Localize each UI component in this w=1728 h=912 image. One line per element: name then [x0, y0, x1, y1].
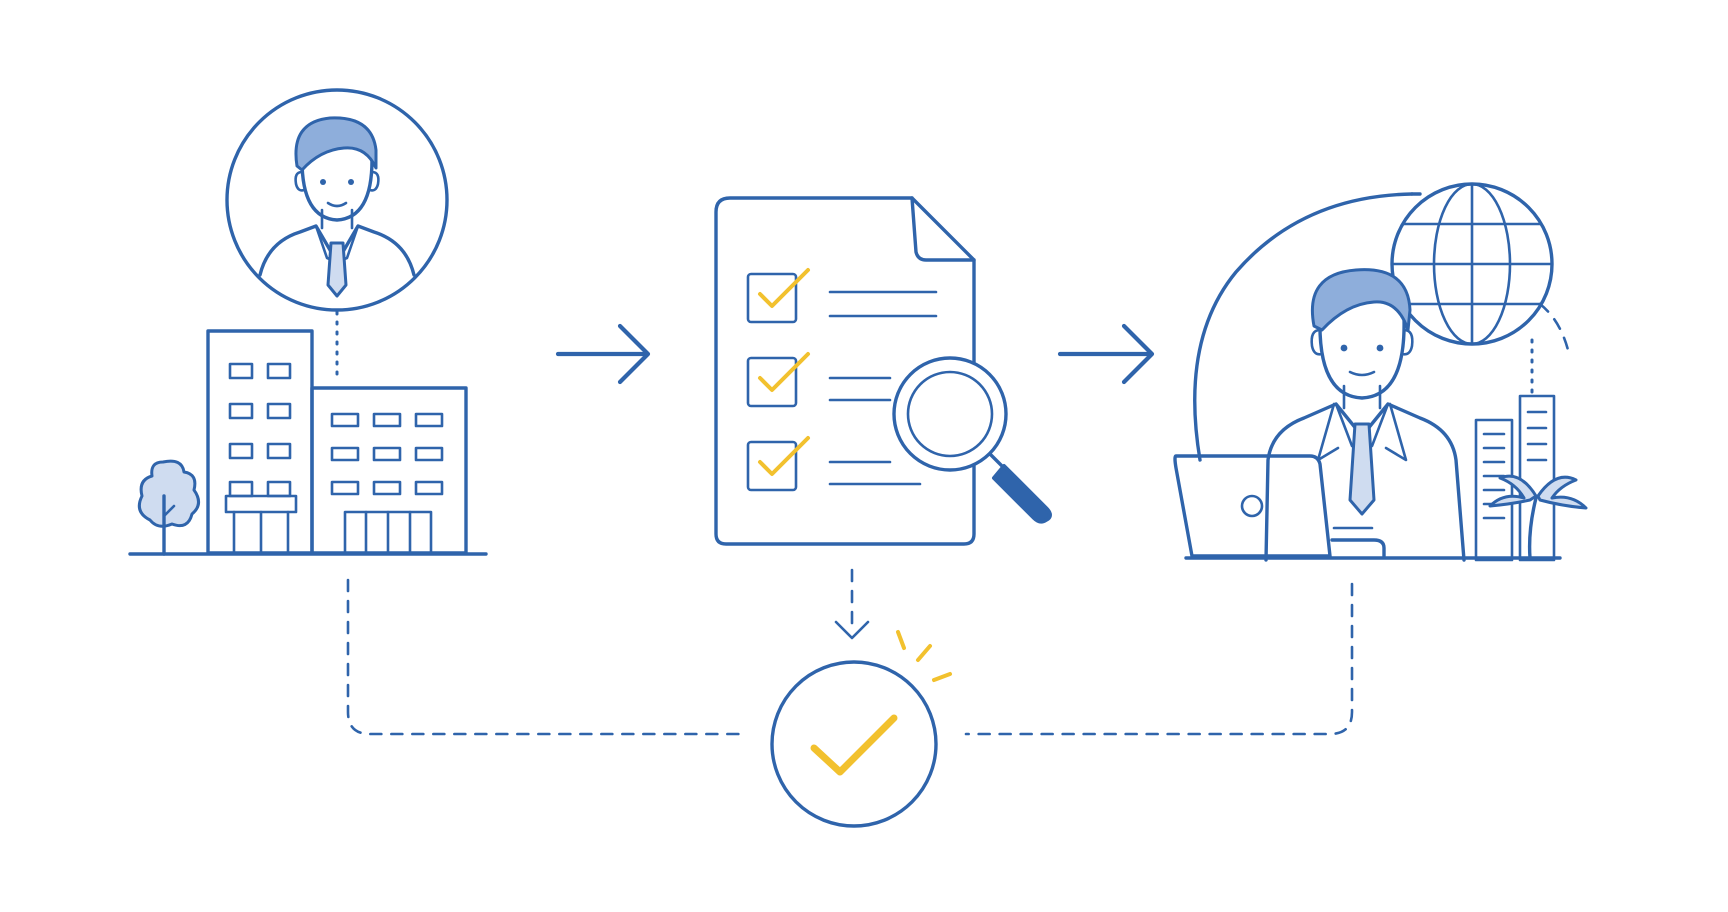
globe-icon [1390, 182, 1570, 352]
arrow-to-remote-worker [1057, 323, 1155, 385]
tree-icon [137, 459, 200, 556]
organization-node [128, 88, 488, 556]
workspace-arc [1193, 192, 1414, 462]
arrow-to-checklist [555, 323, 651, 385]
checklist-review-node [714, 196, 1052, 640]
right-dashed-connector [964, 582, 1354, 736]
remote-worker-node [1173, 182, 1588, 562]
left-dashed-connector [346, 578, 750, 736]
review-to-approval-dashed-arrow [834, 568, 870, 640]
palm-tree-icon [1488, 474, 1588, 560]
check-circle-icon [770, 630, 952, 828]
office-building-icon [128, 329, 488, 556]
checklist-document-icon [714, 196, 976, 546]
city-skyline-icon [1474, 338, 1556, 562]
approval-node [346, 578, 1354, 828]
businessman-at-laptop-icon [1173, 268, 1562, 562]
magnifying-glass-icon [892, 356, 1052, 524]
person-in-circle-icon [225, 88, 449, 312]
